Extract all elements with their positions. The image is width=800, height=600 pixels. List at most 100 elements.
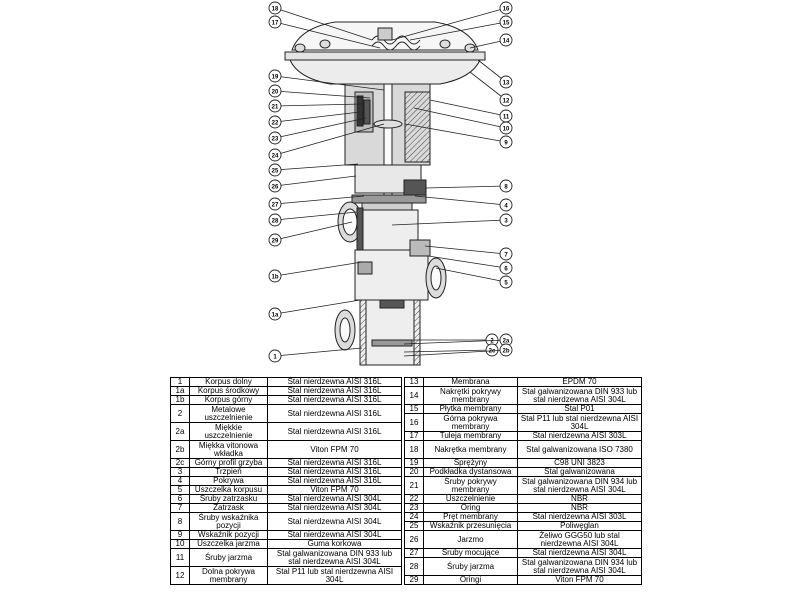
callout-circle [499,343,513,357]
callout-circle [499,135,513,149]
part-no: 9 [170,530,190,540]
callout-label: 7 [504,253,508,259]
part-material: Stal nierdzewna AISI 316L [267,404,402,423]
part-material: NBR [517,494,642,504]
part-no: 1 [170,377,190,387]
part-no: 3 [170,467,190,477]
part-name: Sprężyny [423,458,518,468]
callout-circle [268,197,282,211]
part-name: Membrana [423,377,518,387]
callout-label: 14 [503,39,510,45]
callout-circle [268,213,282,227]
callout-circle [499,247,513,261]
part-name: Nakrętki pokrywy membrany [423,386,518,405]
part-no: 19 [404,458,424,468]
part-name: Korpus górny [189,395,268,405]
callout-circle [499,93,513,107]
part-name: Miękkie uszczelnienie [189,422,268,441]
callout-label: 29 [272,239,279,245]
leader-line [274,111,361,123]
part-name: Górna pokrywa membrany [423,413,518,432]
callout-label: 26 [272,185,279,191]
callout-circle [268,269,282,283]
part-name: Nakrętka membrany [423,440,518,459]
part-name: Uszczelnienie [423,494,518,504]
leader-line [391,7,507,41]
part-name: Górny profil grzyba [189,458,268,468]
callout-label: 8 [504,185,508,191]
leader-line [274,117,367,139]
callout-label: 28 [272,219,279,225]
part-material: Stal galwanizowana DIN 933 lub stal nier… [517,386,642,405]
part-name: Korpus środkowy [189,386,268,396]
part-name: Pokrywa [189,476,268,486]
part-name: Oring [423,503,518,513]
callout-label: 12 [503,99,510,105]
leader-line [274,261,363,277]
part-no: 12 [170,566,190,585]
part-no: 24 [404,512,424,522]
callout-label: 4 [504,204,508,210]
part-name: Trzpień [189,467,268,477]
leader-line [274,211,358,221]
callout-label: 18 [272,7,279,13]
part-material: Stal galwanizowana [517,467,642,477]
callout-circle [268,115,282,129]
callout-circle [499,33,513,47]
leader-line [404,123,507,143]
callout-circle [268,84,282,98]
valve-drawing: 181719202122232425262728291b1a1161514131… [268,1,513,366]
part-no: 22 [404,494,424,504]
part-material: Stal nierdzewna AISI 316L [267,476,402,486]
callout-label: 13 [503,81,510,87]
part-material: Stal galwanizowana ISO 7380 [517,440,642,459]
callout-label: 5 [504,281,508,287]
part-material: Guma korkowa [267,539,402,549]
leader-line [274,21,381,49]
callout-circle [499,213,513,227]
part-material: Stal galwanizowana DIN 934 lub stal nier… [517,557,642,576]
callout-circle [268,233,282,247]
leader-line [403,349,493,353]
part-material: Stal nierdzewna AISI 303L [517,512,642,522]
part-name: Uszczelka korpusu [189,485,268,495]
part-no: 2a [170,422,190,441]
callout-label: 15 [503,21,510,27]
part-no: 29 [404,575,424,585]
callout-circle [268,1,282,15]
callout-label: 1b [271,275,278,281]
part-material: Stal P11 lub stal nierdzewna AISI 304L [267,566,402,585]
part-no: 7 [170,503,190,513]
callout-label: 9 [504,141,508,147]
part-name: Podkładka dystansowa [423,467,518,477]
leader-line [274,195,365,205]
part-material: Żeliwo GGG50 lub stal nierdzewna AISI 30… [517,530,642,549]
callouts: 181719202122232425262728291b1a1161514131… [268,1,513,363]
part-material: Viton FPM 70 [517,575,642,585]
actuator-assembly [284,21,486,350]
part-no: 18 [404,440,424,459]
part-name: Wskaźnik przesunięcia [423,521,518,531]
part-material: Stal nierdzewna AISI 316L [267,386,402,396]
leader-line [274,221,353,241]
part-name: Uszczelka jarzma [189,539,268,549]
part-no: 14 [404,386,424,405]
leader-line [435,267,507,283]
